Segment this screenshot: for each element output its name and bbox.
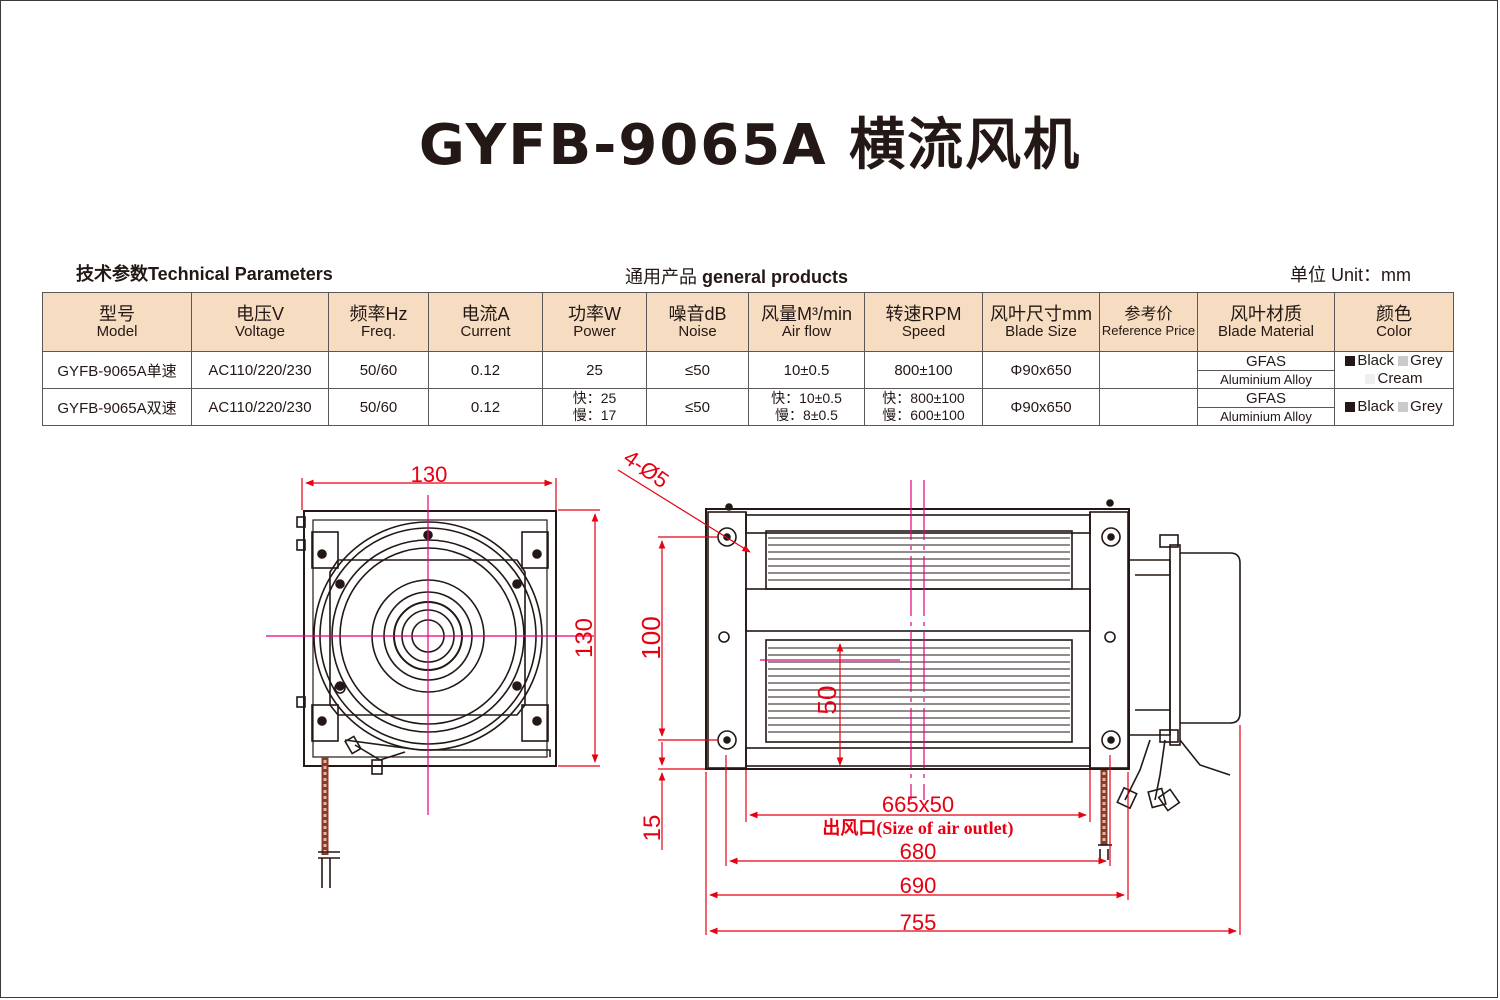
color-swatch — [1365, 374, 1376, 384]
dim-100: 100 — [636, 616, 666, 659]
color-name: Cream — [1377, 370, 1423, 387]
material-alt: Aluminium Alloy — [1198, 369, 1334, 388]
tech-params-en: Technical Parameters — [148, 264, 333, 284]
dim-side-height: 130 — [571, 618, 598, 658]
blade-slats-top — [768, 537, 1070, 581]
cell-noise: ≤50 — [646, 388, 749, 426]
cell-color: Black Grey — [1334, 388, 1454, 426]
cell-freq: 50/60 — [328, 388, 429, 426]
material-primary: GFAS — [1245, 389, 1286, 407]
color-name: Grey — [1410, 352, 1443, 370]
general-products-en: general products — [702, 267, 849, 287]
dim-690: 690 — [900, 873, 937, 898]
dim-680: 680 — [900, 839, 937, 864]
dim-holes: 4-Ø5 — [619, 445, 673, 494]
general-products-cn: 通用产品 — [625, 267, 697, 287]
dim-755: 755 — [900, 910, 937, 935]
cell-model: GYFB-9065A单速 — [42, 351, 192, 389]
cell-freq: 50/60 — [328, 351, 429, 389]
side-view-centerlines — [266, 495, 594, 815]
side-view-dimensions — [301, 478, 600, 767]
dim-665x50: 665x50 — [882, 792, 954, 817]
side-view — [296, 510, 557, 888]
front-view-dimensions — [617, 469, 1241, 935]
cell-color: Black Grey Cream — [1334, 351, 1454, 389]
cell-voltage: AC110/220/230 — [191, 388, 329, 426]
color-swatch — [1345, 356, 1356, 366]
front-view — [705, 499, 1241, 860]
color-swatch — [1398, 356, 1409, 366]
color-name: Black — [1357, 352, 1394, 370]
unit-label: 单位 Unit：mm — [1290, 265, 1411, 285]
cell-speed: 800±100 — [864, 351, 983, 389]
dim-15: 15 — [639, 815, 666, 842]
blade-slats-bottom — [768, 647, 1070, 733]
cell-blade-size: Φ90x650 — [982, 388, 1100, 426]
general-products-heading: 通用产品 general products — [625, 263, 848, 289]
color-name: Grey — [1410, 398, 1443, 415]
tech-params-cn: 技术参数 — [76, 264, 148, 285]
material-alt: Aluminium Alloy — [1198, 406, 1334, 425]
page-title: GYFB-9065A 横流风机 — [418, 113, 1082, 178]
cell-voltage: AC110/220/230 — [191, 351, 329, 389]
dim-50: 50 — [812, 686, 842, 715]
cell-model: GYFB-9065A双速 — [42, 388, 192, 426]
material-primary: GFAS — [1245, 352, 1286, 370]
cell-current: 0.12 — [428, 388, 543, 426]
tech-params-heading: 技术参数Technical Parameters — [76, 260, 333, 286]
color-swatch — [1345, 402, 1356, 412]
front-view-centerline — [760, 480, 925, 800]
cell-noise: ≤50 — [646, 351, 749, 389]
color-name: Black — [1357, 398, 1394, 415]
color-swatch — [1398, 402, 1409, 412]
air-outlet-label: 出风口(Size of air outlet) — [822, 817, 1013, 839]
cell-current: 0.12 — [428, 351, 543, 389]
dim-side-width: 130 — [411, 462, 448, 487]
